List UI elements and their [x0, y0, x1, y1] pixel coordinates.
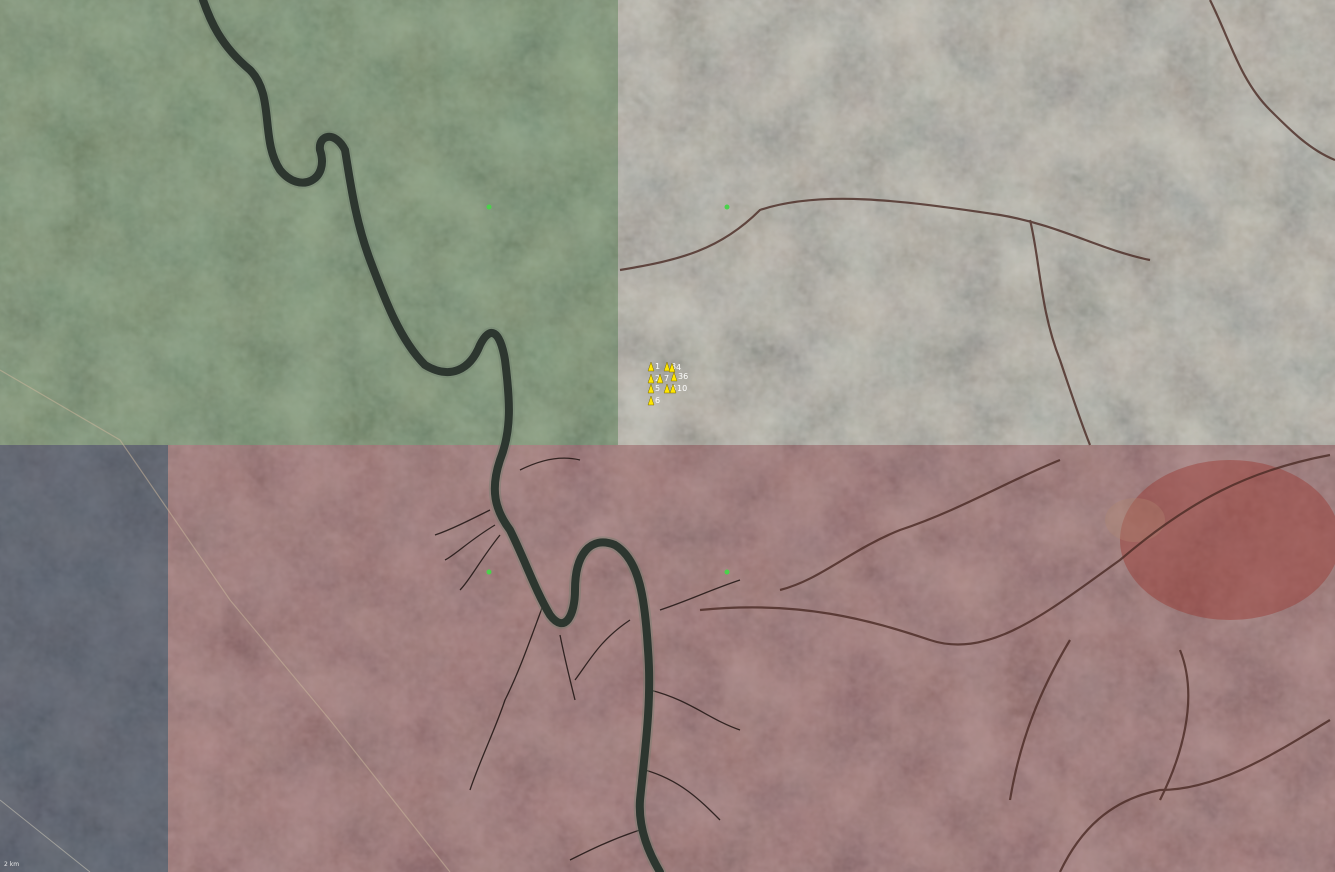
- overlay-top-right: [618, 0, 1335, 445]
- pushpin-label: 7: [664, 374, 669, 383]
- pushpin-label: 4: [676, 363, 681, 372]
- pushpin-icon: [647, 395, 655, 406]
- pushpin-icon: [670, 371, 678, 382]
- river: [199, 0, 664, 872]
- green-point[interactable]: [486, 569, 492, 575]
- pushpin-icon: [647, 383, 655, 394]
- pushpin-icon: [668, 362, 676, 373]
- pushpin-marker[interactable]: 2: [647, 373, 660, 384]
- green-point[interactable]: [724, 569, 730, 575]
- marker-cluster: 134273658106: [647, 361, 688, 406]
- tributaries: [619, 0, 1335, 872]
- river-edge: [197, 0, 666, 872]
- pushpin-label: 6: [655, 396, 660, 405]
- pushpin-label: 5: [655, 384, 660, 393]
- green-point[interactable]: [724, 204, 730, 210]
- pushpin-marker[interactable]: 7: [656, 373, 669, 384]
- pushpin-label: 10: [677, 384, 687, 393]
- pushpin-label: 3: [671, 362, 676, 371]
- scale-label: 2 km: [4, 861, 19, 868]
- pushpin-marker[interactable]: 36: [670, 371, 688, 382]
- pushpin-label: 2: [655, 374, 660, 383]
- red-soil-patch: [1120, 460, 1335, 620]
- green-point[interactable]: [486, 204, 492, 210]
- pushpin-icon: [663, 361, 671, 372]
- pushpin-icon: [669, 383, 677, 394]
- gullies: [434, 457, 741, 861]
- pale-sand-patch: [1105, 498, 1165, 542]
- pushpin-marker[interactable]: 6: [647, 395, 660, 406]
- pushpin-label: 36: [678, 372, 688, 381]
- pushpin-icon: [656, 373, 664, 384]
- overlay-top-left: [0, 0, 618, 445]
- pushpin-icon: [647, 361, 655, 372]
- track-line-2: [0, 799, 91, 872]
- track-line: [0, 369, 451, 872]
- overlay-bottom-left: [0, 445, 168, 872]
- pushpin-marker[interactable]: 4: [668, 362, 681, 373]
- pushpin-label: 1: [655, 362, 660, 371]
- pushpin-marker[interactable]: 5: [647, 383, 660, 394]
- pushpin-marker[interactable]: 1: [647, 361, 660, 372]
- pushpin-icon: [663, 383, 671, 394]
- pushpin-marker[interactable]: 10: [669, 383, 687, 394]
- pushpin-icon: [647, 373, 655, 384]
- overlay-bottom-right: [168, 445, 1335, 872]
- pushpin-marker[interactable]: 3: [663, 361, 676, 372]
